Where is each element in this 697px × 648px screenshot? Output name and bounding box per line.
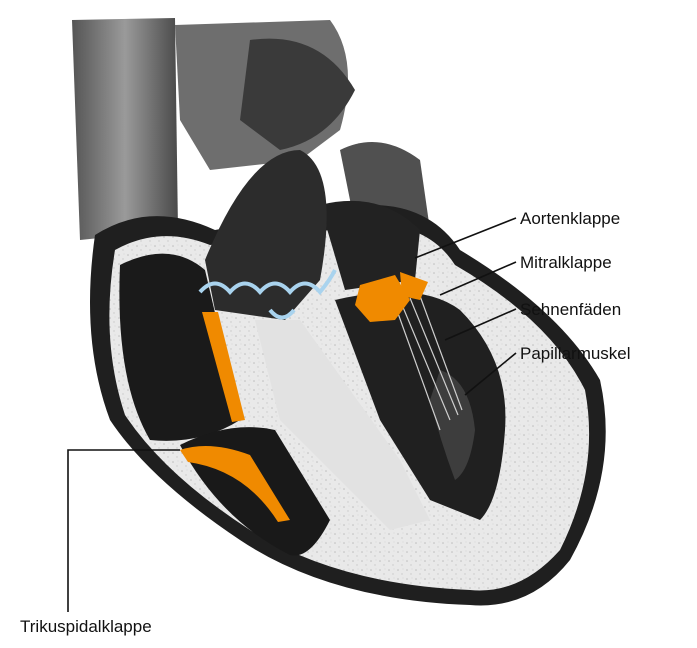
mitral-valve-leaflet	[400, 272, 428, 300]
aortic-wall-highlight	[202, 312, 245, 422]
label-sehnenfaeden: Sehnenfäden	[520, 300, 621, 319]
leader-lines	[67, 217, 517, 612]
label-trikuspidalklappe: Trikuspidalklappe	[20, 617, 152, 636]
semilunar-valve-lower	[268, 308, 296, 320]
superior-vena-cava	[72, 18, 178, 240]
right-atrium	[119, 253, 240, 441]
chordae-tendineae	[394, 295, 463, 431]
pulmonary-trunk	[240, 38, 355, 151]
tricuspid-valve-highlight	[180, 446, 290, 522]
aortic-root	[205, 150, 327, 320]
left-atrium	[320, 200, 420, 290]
label-papillarmuskel: Papillarmuskel	[520, 344, 631, 363]
mitral-valve-highlight	[355, 275, 410, 322]
label-aortenklappe: Aortenklappe	[520, 209, 620, 228]
septum	[255, 320, 430, 530]
semilunar-valve	[198, 269, 337, 296]
label-mitralklappe: Mitralklappe	[520, 253, 612, 272]
